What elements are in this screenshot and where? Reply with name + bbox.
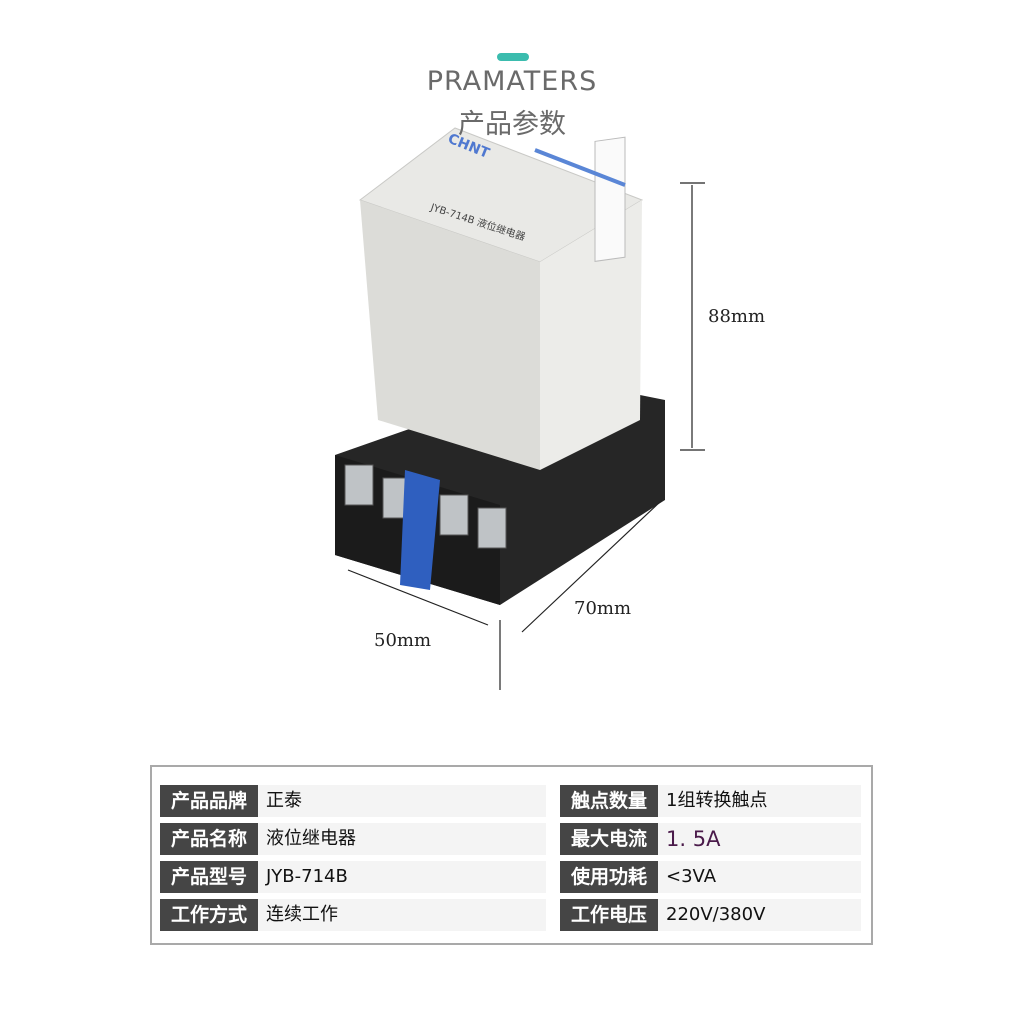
spec-row: 工作方式连续工作 [160, 899, 546, 931]
spec-value: JYB-714B [258, 861, 546, 893]
blue-clip [400, 470, 440, 590]
dimension-lines [347, 182, 705, 690]
spec-value: 1组转换触点 [658, 785, 861, 817]
title-english: PRAMATERS [426, 66, 598, 97]
spec-value: 连续工作 [258, 899, 546, 931]
width-dimension: 50mm [374, 630, 432, 651]
spec-label: 使用功耗 [560, 861, 658, 893]
title-chinese: 产品参数 [458, 109, 566, 140]
spec-label: 产品名称 [160, 823, 258, 855]
spec-value: 液位继电器 [258, 823, 546, 855]
spec-label: 工作电压 [560, 899, 658, 931]
spec-row: 产品品牌正泰 [160, 785, 546, 817]
spec-value: 1. 5A [658, 823, 861, 855]
spec-label: 触点数量 [560, 785, 658, 817]
spec-label: 最大电流 [560, 823, 658, 855]
spec-label: 产品品牌 [160, 785, 258, 817]
accent-bar [497, 53, 529, 61]
relay-front-face [360, 200, 540, 470]
spec-value: 220V/380V [658, 899, 861, 931]
spec-value: <3VA [658, 861, 861, 893]
spec-label: 产品型号 [160, 861, 258, 893]
spec-value: 正泰 [258, 785, 546, 817]
product-image: CHNT JYB-714B 液位继电器 [335, 127, 705, 690]
spec-row: 产品名称液位继电器 [160, 823, 546, 855]
relay-side-face [540, 200, 642, 470]
barcode-label [594, 136, 626, 262]
height-dimension: 88mm [708, 306, 766, 327]
spec-label: 工作方式 [160, 899, 258, 931]
spec-row: 使用功耗<3VA [560, 861, 861, 893]
depth-dimension: 70mm [574, 598, 632, 619]
